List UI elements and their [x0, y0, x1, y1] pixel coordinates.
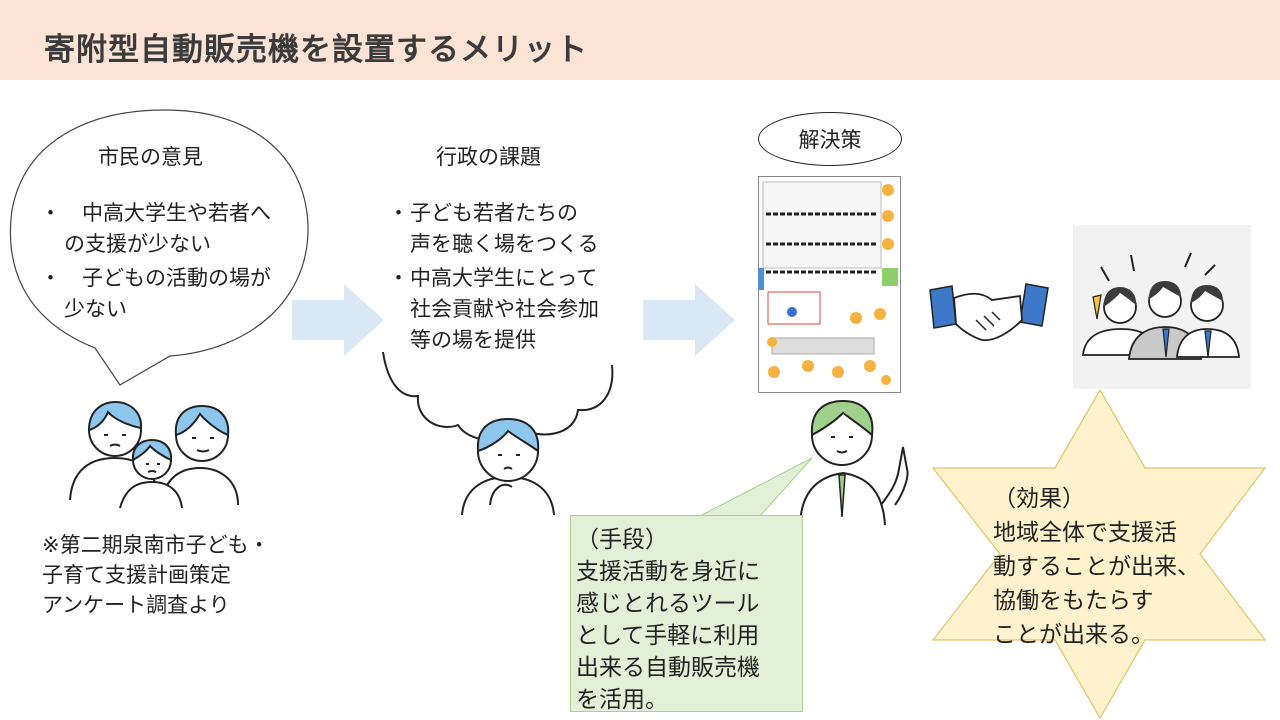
citizens-list: ・ 中高大学生や若者へ の支援が少ない ・ 子どもの活動の場が 少ない [40, 198, 271, 325]
arrow-right-icon [292, 284, 384, 356]
happy-team-illustration [1073, 225, 1251, 389]
doctor-pointing-illustration [799, 399, 909, 526]
page-title: 寄附型自動販売機を設置するメリット [44, 32, 588, 68]
header-bar [0, 0, 1280, 80]
survey-source: ※第二期泉南市子ども・ 子育て支援計画策定 アンケート調査より [42, 533, 270, 617]
list-item: ・ 子ども若者たちの 声を聴く場をつくる [388, 201, 599, 256]
list-item: ・ 中高大学生にとって 社会貢献や社会参加 等の場を提供 [388, 266, 599, 352]
family-illustration [69, 400, 239, 509]
handshake-icon [929, 283, 1049, 342]
effect-text: （効果） 地域全体で支援活 動することが出来、 協働をもたらす ことが出来る。 [993, 486, 1200, 648]
list-item: ・ 中高大学生や若者へ の支援が少ない [40, 201, 271, 256]
government-heading: 行政の課題 [436, 145, 541, 169]
government-list: ・ 子ども若者たちの 声を聴く場をつくる ・ 中高大学生にとって 社会貢献や社会… [388, 198, 599, 356]
vending-machine-illustration [758, 176, 901, 393]
arrow-right-icon [643, 284, 735, 356]
means-callout: （手段） 支援活動を身近に 感じとれるツール として手軽に利用 出来る自動販売機… [570, 515, 803, 713]
solution-label: 解決策 [758, 112, 902, 166]
list-item: ・ 子どもの活動の場が 少ない [40, 266, 271, 321]
citizens-heading: 市民の意見 [98, 145, 203, 169]
thinking-official-illustration [461, 417, 555, 516]
